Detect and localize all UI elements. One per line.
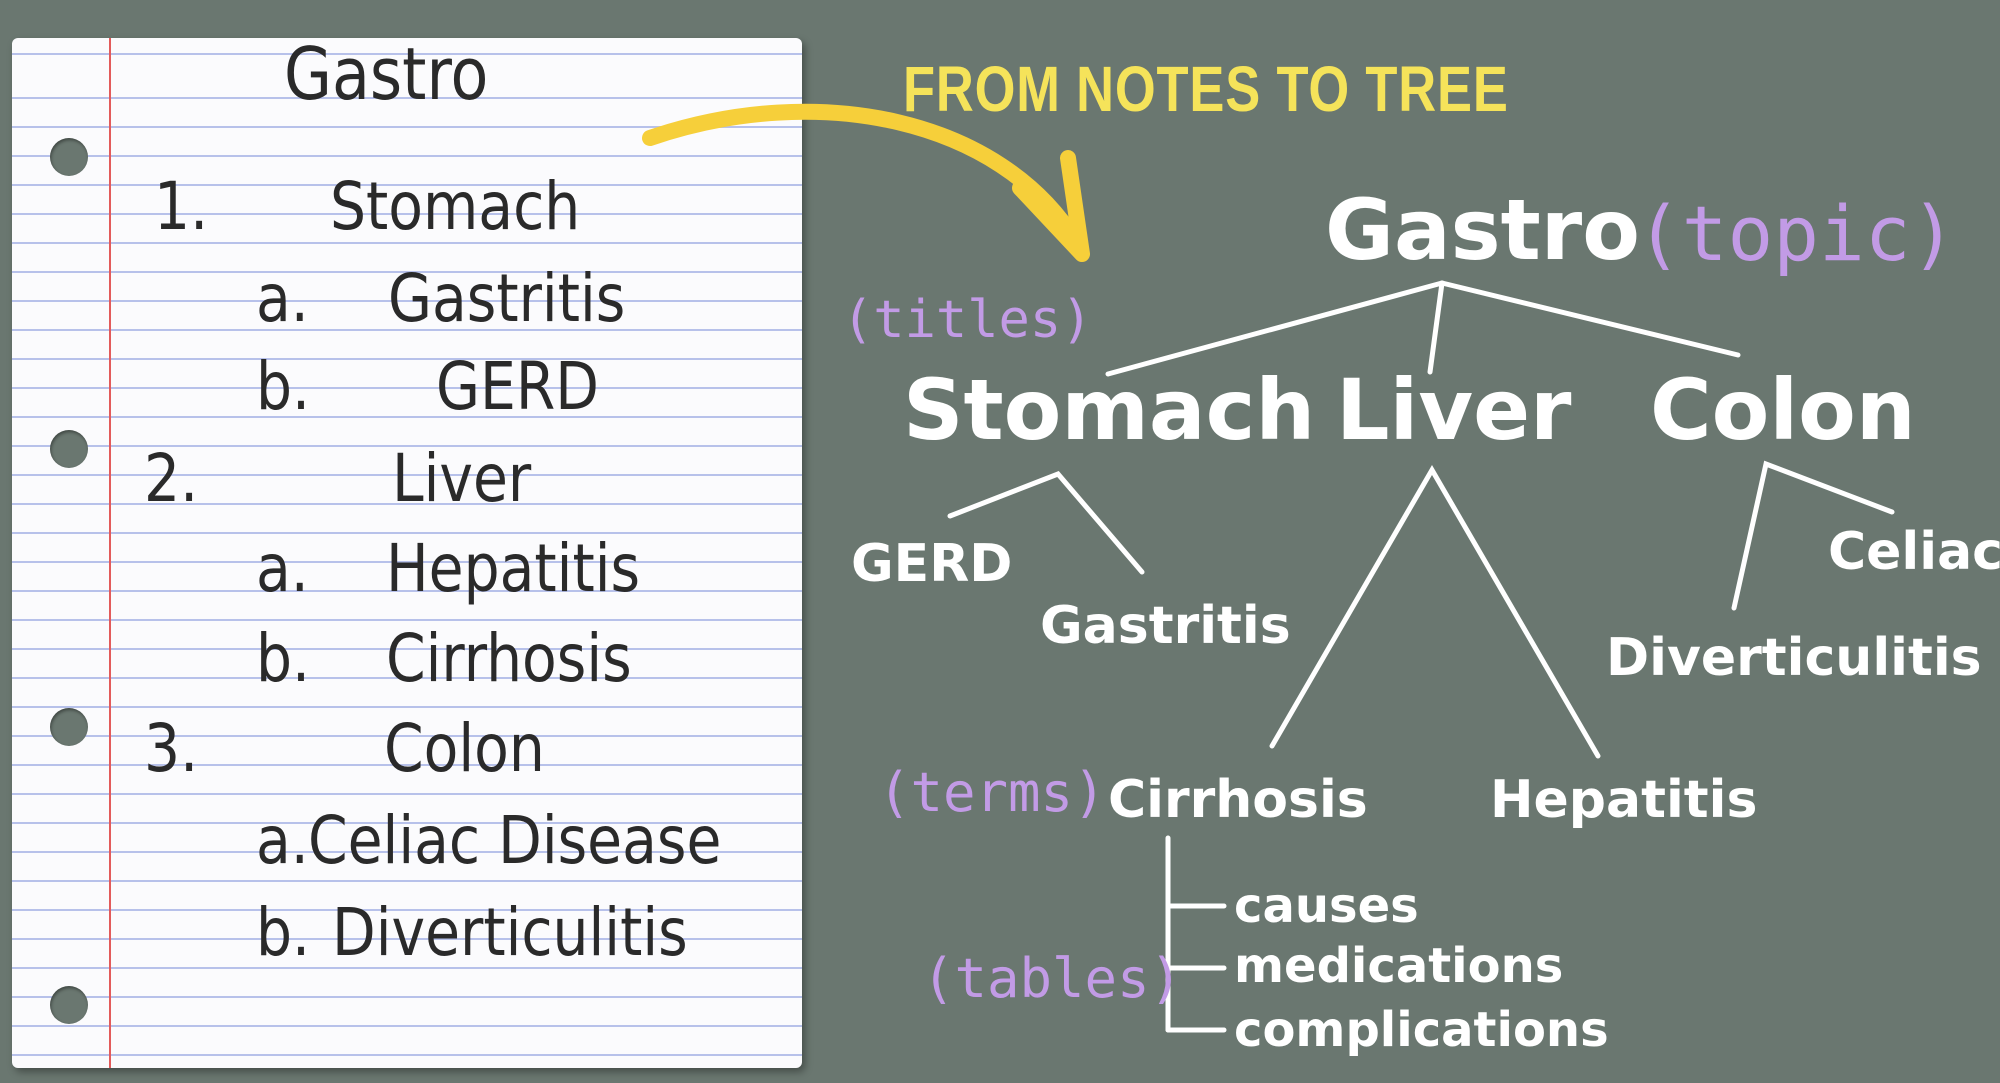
note-item-gastritis: Gastritis bbox=[388, 260, 626, 337]
branch-line bbox=[947, 471, 1145, 575]
binder-hole bbox=[50, 138, 88, 176]
table-node-causes: causes bbox=[1234, 878, 1419, 934]
note-marker: b. bbox=[256, 620, 311, 697]
notebook-paper: Gastro 1. Stomach a. Gastritis b. GERD 2… bbox=[12, 38, 802, 1068]
note-marker: a. bbox=[256, 530, 309, 607]
note-marker: b. bbox=[256, 894, 311, 971]
arrowhead-icon bbox=[1012, 150, 1090, 262]
curved-arrow-icon bbox=[642, 103, 1083, 248]
branch-line bbox=[1427, 280, 1445, 375]
topic-tag: (topic) bbox=[1636, 189, 1957, 278]
branch-line bbox=[1105, 280, 1445, 377]
note-item-gerd: GERD bbox=[436, 348, 599, 425]
term-node-gerd: GERD bbox=[851, 534, 1013, 594]
note-marker: 2. bbox=[144, 440, 199, 517]
table-node-complications: complications bbox=[1234, 1002, 1609, 1058]
branch-line bbox=[1731, 460, 1895, 611]
branch-line bbox=[1439, 280, 1741, 358]
note-marker: 1. bbox=[154, 168, 209, 245]
binder-hole bbox=[50, 708, 88, 746]
term-node-celiac: Celiac bbox=[1828, 522, 2000, 582]
topic-node: Gastro bbox=[1325, 181, 1640, 279]
branch-line bbox=[1269, 465, 1601, 759]
tables-tag: (tables) bbox=[922, 947, 1183, 1010]
note-marker: 3. bbox=[144, 710, 199, 787]
note-item-cirrhosis: Cirrhosis bbox=[386, 620, 632, 697]
binder-hole bbox=[50, 986, 88, 1024]
note-item-celiac-disease: Celiac Disease bbox=[308, 802, 722, 879]
margin-line bbox=[109, 38, 111, 1068]
term-node-gastritis: Gastritis bbox=[1040, 596, 1291, 656]
term-node-diverticulitis: Diverticulitis bbox=[1606, 628, 1982, 688]
note-item-liver: Liver bbox=[392, 440, 532, 517]
notes-title: Gastro bbox=[284, 38, 489, 116]
note-marker: a. bbox=[256, 802, 309, 879]
titles-tag: (titles) bbox=[842, 290, 1093, 350]
note-item-colon: Colon bbox=[384, 710, 545, 787]
terms-tag: (terms) bbox=[878, 761, 1106, 824]
binder-hole bbox=[50, 430, 88, 468]
term-node-hepatitis: Hepatitis bbox=[1490, 770, 1758, 830]
headline: FROM NOTES TO TREE bbox=[903, 53, 1509, 125]
note-item-diverticulitis: Diverticulitis bbox=[332, 894, 688, 971]
term-node-cirrhosis: Cirrhosis bbox=[1108, 770, 1368, 830]
title-node-colon: Colon bbox=[1650, 361, 1916, 459]
note-item-hepatitis: Hepatitis bbox=[386, 530, 641, 607]
table-node-medications: medications bbox=[1234, 938, 1564, 994]
title-node-liver: Liver bbox=[1336, 361, 1572, 459]
note-marker: a. bbox=[256, 260, 309, 337]
note-marker: b. bbox=[256, 348, 311, 425]
title-node-stomach: Stomach bbox=[903, 361, 1316, 459]
note-item-stomach: Stomach bbox=[330, 168, 581, 245]
